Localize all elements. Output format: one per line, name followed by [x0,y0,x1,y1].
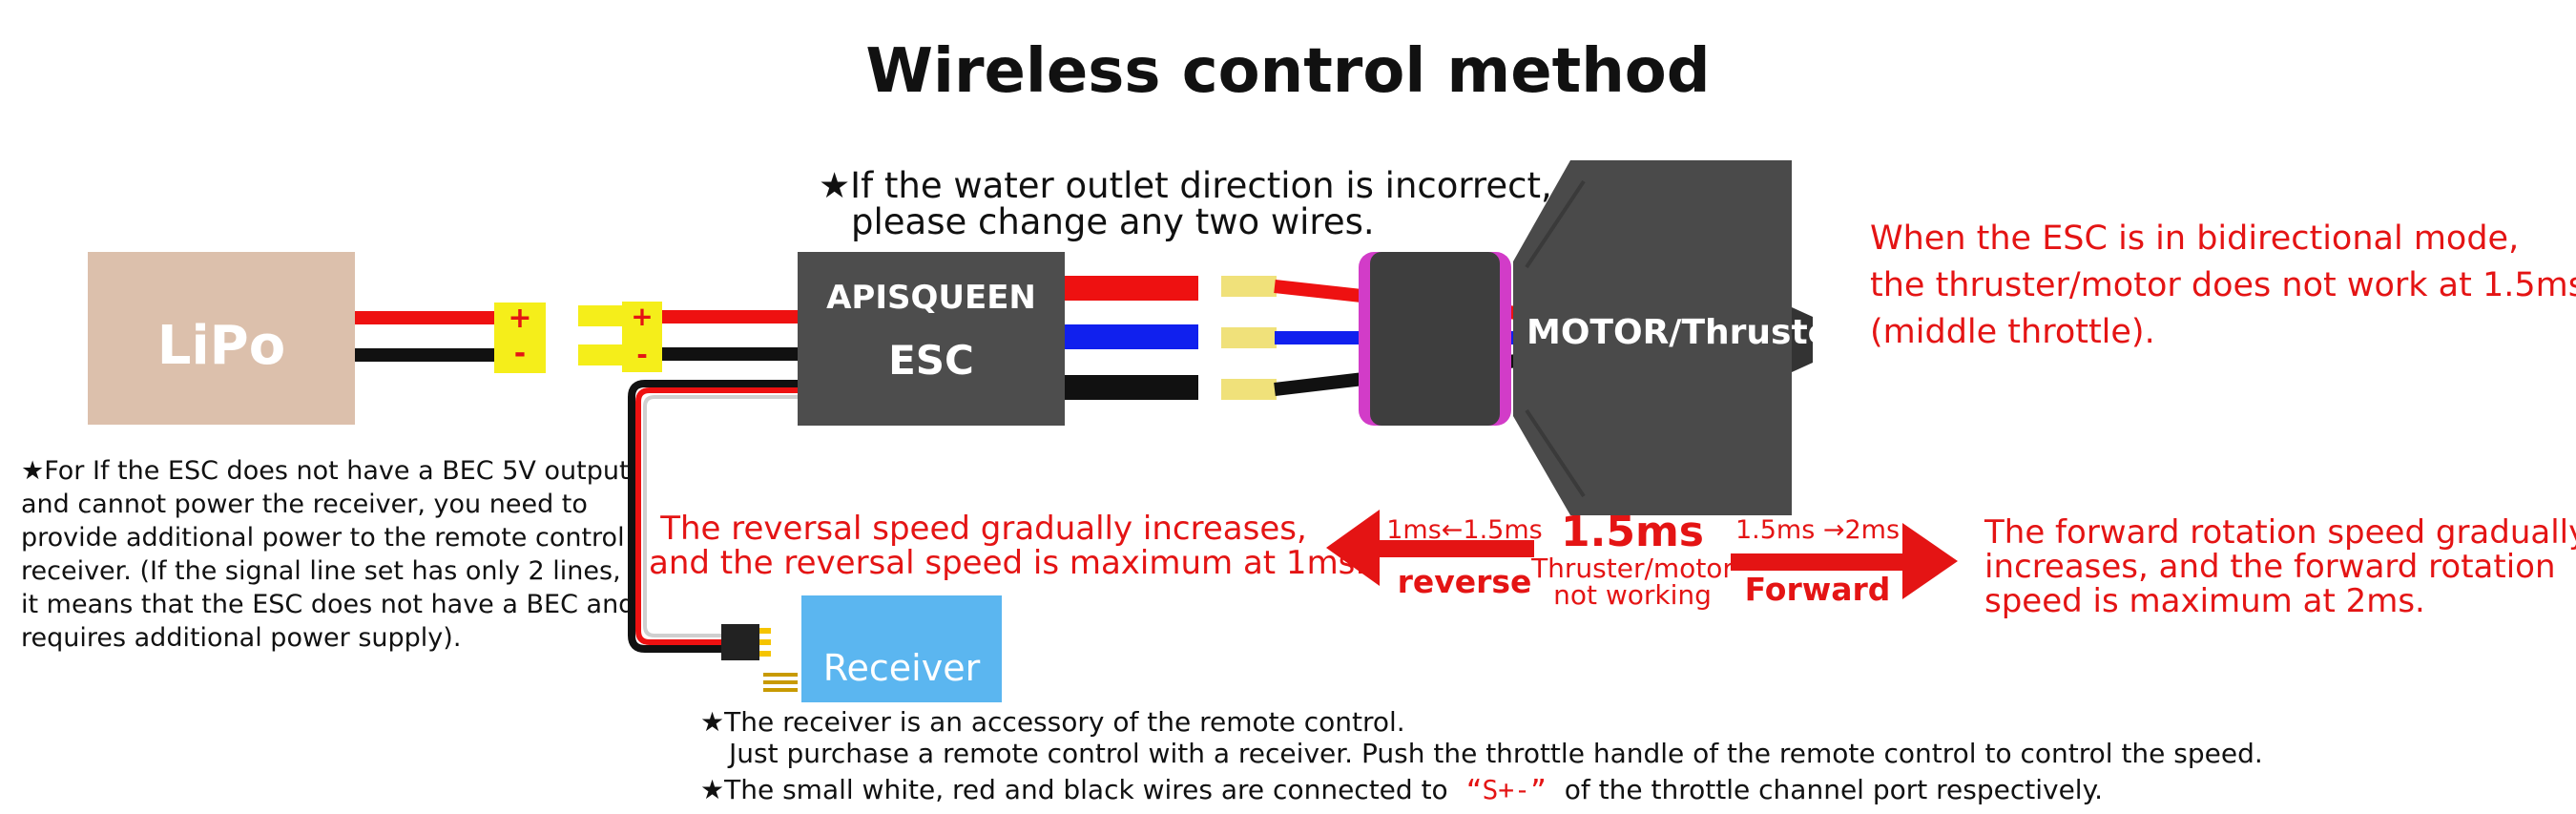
motor-bullet-3 [1221,379,1277,400]
esc-connector-body [622,302,662,372]
motor-bullet-1 [1221,276,1277,297]
receiver-body [801,595,1002,702]
lipo-connector-plus: + [508,302,532,335]
forward-arrow [1731,523,1958,599]
page-title: Wireless control method [865,36,1711,107]
motor-body [1513,160,1792,515]
esc-body [798,252,1065,426]
esc-out-red [1065,276,1198,301]
motor-bullet-2 [1221,327,1277,348]
lipo-label: LiPo [156,315,286,377]
forward-description: The forward rotation speed gradually inc… [1984,513,2576,620]
lipo-black-wire [355,348,496,362]
center-throttle-desc: Thruster/motor not working [1531,553,1734,611]
wire-swap-note: ★If the water outlet direction is incorr… [819,165,1552,242]
forward-label: Forward [1744,571,1891,608]
esc-brand: APISQUEEN [826,279,1036,317]
lipo-battery [88,252,355,425]
esc-in-red-wire [662,310,798,324]
esc-in-black-wire [662,347,798,361]
reverse-range: 1ms←1.5ms [1386,515,1543,545]
center-throttle-value: 1.5ms [1561,508,1704,556]
lipo-red-wire [355,311,496,324]
wires-port-note: ★The small white, red and black wires ar… [700,774,2104,805]
forward-range: 1.5ms →2ms [1735,515,1901,545]
reverse-arrow [1326,510,1534,586]
servo-plug [721,624,759,660]
esc-connector-minus-label: - [636,339,648,370]
receiver-label: Receiver [822,647,981,689]
receiver-accessory-note: ★The receiver is an accessory of the rem… [700,706,2263,769]
reverse-label: reverse [1397,563,1532,600]
esc-label: ESC [888,337,974,384]
lipo-connector-minus: - [513,337,527,370]
esc-connector-plus-label: + [631,301,654,332]
esc-out-black [1065,375,1198,400]
esc-out-blue [1065,324,1198,349]
signal-cable-red [635,387,798,645]
signal-cable-black [628,380,798,653]
lipo-connector [494,303,546,373]
reverse-description: The reversal speed gradually increases, … [649,510,1366,582]
signal-cable-white [643,395,798,637]
motor-label: MOTOR/Thruster [1527,313,1848,352]
throttle-port-label: “S+-” [1465,774,1547,805]
bec-note: ★For If the ESC does not have a BEC 5V o… [21,456,635,653]
bidirectional-note: When the ESC is in bidirectional mode, t… [1870,219,2576,351]
